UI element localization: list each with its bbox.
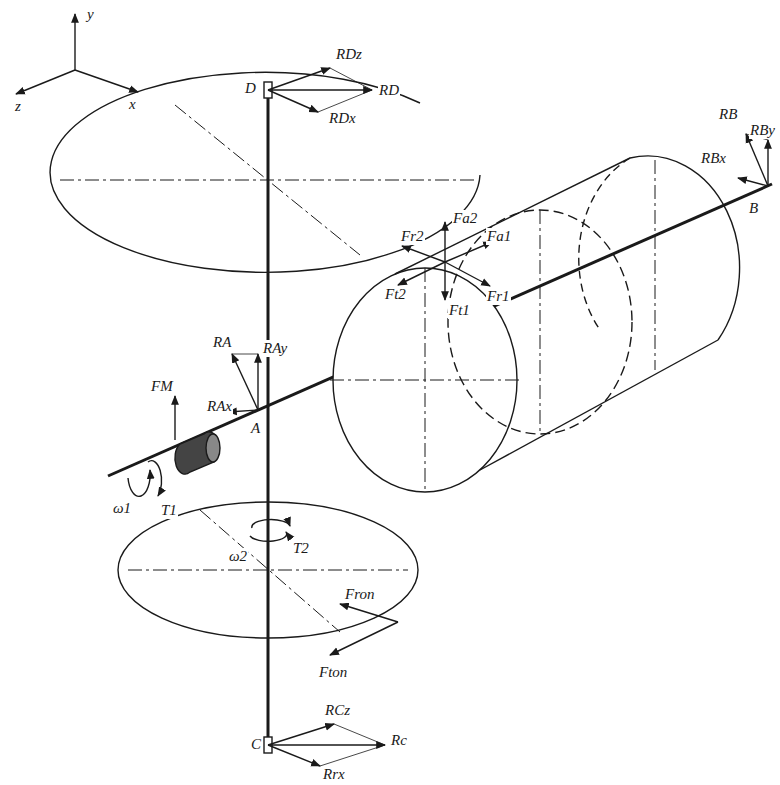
force-label: Fr2: [400, 228, 425, 245]
force-label: Rrx: [322, 766, 346, 783]
force-label: Fron: [344, 586, 375, 603]
force-label: T2: [292, 540, 310, 557]
force-label: RAy: [262, 340, 288, 357]
force-label: B: [748, 200, 759, 217]
force-label: RCz: [324, 702, 351, 719]
force-label: x: [128, 96, 137, 113]
force-label: Rc: [390, 732, 408, 749]
force-label: Fr1: [486, 288, 511, 305]
force-label: Ft1: [448, 302, 471, 319]
force-label: Ft2: [384, 286, 407, 303]
force-label: RB: [718, 106, 738, 123]
force-label: z: [14, 98, 22, 115]
force-label: FM: [150, 378, 174, 395]
force-label: RBy: [749, 122, 776, 139]
force-label: y: [86, 6, 95, 23]
force-label: Fa1: [486, 228, 512, 245]
force-label: ω2: [228, 548, 248, 565]
force-label: T1: [160, 502, 178, 519]
force-label: C: [250, 736, 262, 753]
force-label: RBx: [700, 150, 727, 167]
force-label: A: [250, 420, 261, 437]
force-label: Fton: [318, 664, 348, 681]
force-label: RA: [212, 334, 232, 351]
force-label: D: [244, 80, 257, 97]
force-label: RD: [378, 82, 400, 99]
force-label: RDz: [335, 46, 363, 63]
force-label: RDx: [328, 110, 357, 127]
force-label: ω1: [112, 500, 132, 517]
force-label: Fa2: [452, 210, 478, 227]
force-label: RAx: [206, 398, 233, 415]
